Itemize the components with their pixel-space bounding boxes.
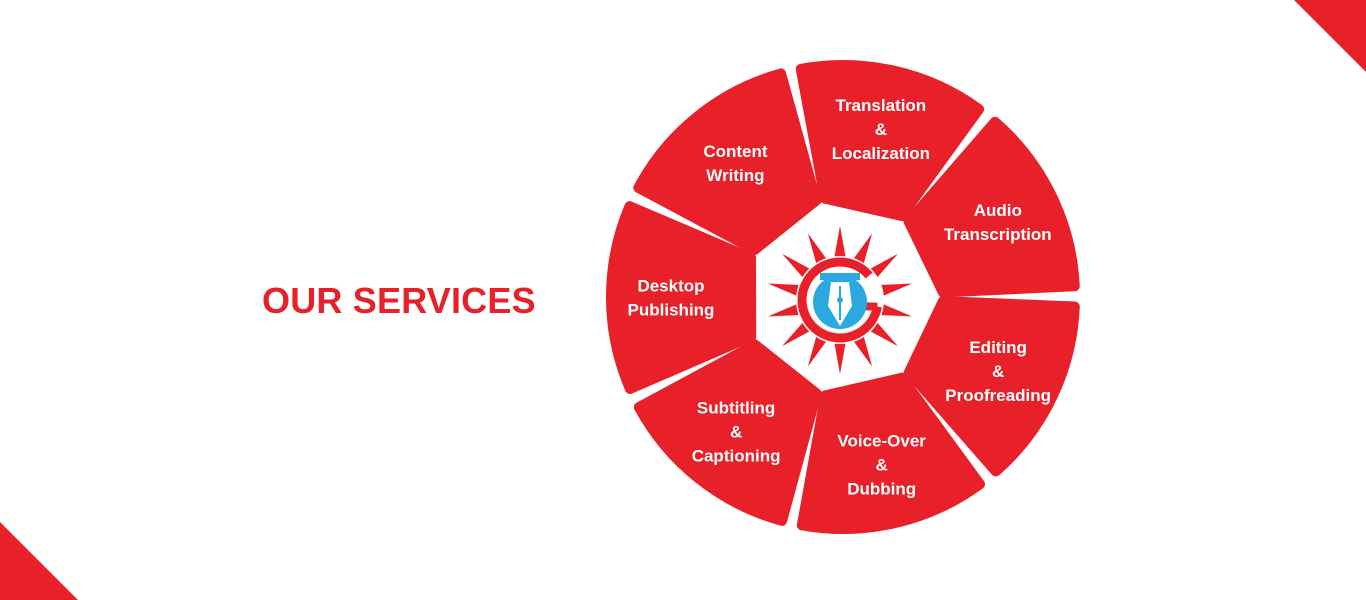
service-label-line: Translation	[836, 96, 927, 115]
service-label-translation: Translation & Localization	[832, 96, 930, 163]
service-label-line: &	[875, 120, 887, 139]
service-segment-voice-over-dubbing[interactable]	[796, 372, 986, 534]
service-label-editing-proofreading: Editing & Proofreading	[945, 338, 1051, 405]
service-segment-audio-transcription[interactable]	[903, 116, 1080, 298]
service-label-line: Voice-Over	[837, 432, 926, 451]
service-label-line: Editing	[969, 338, 1027, 357]
service-segment-translation[interactable]	[795, 60, 985, 222]
service-segment-subtitling-captioning[interactable]	[633, 339, 822, 526]
service-label-line: Content	[703, 142, 768, 161]
service-label-line: Transcription	[944, 225, 1052, 244]
service-label-voice-over-dubbing: Voice-Over & Dubbing	[837, 432, 926, 499]
service-label-line: Dubbing	[847, 480, 916, 499]
service-label-line: Audio	[974, 201, 1022, 220]
service-label-line: Localization	[832, 144, 930, 163]
service-label-line: &	[992, 362, 1004, 381]
service-label-line: Writing	[706, 166, 764, 185]
service-segment-content-writing[interactable]	[633, 68, 822, 255]
service-label-line: Captioning	[692, 447, 781, 466]
service-segment-editing-proofreading[interactable]	[903, 296, 1080, 477]
service-label-line: Desktop	[637, 276, 704, 295]
section-title: OUR SERVICES	[262, 280, 536, 321]
service-label-line: Proofreading	[945, 386, 1051, 405]
service-label-line: Subtitling	[697, 399, 775, 418]
service-label-line: &	[876, 456, 888, 475]
service-label-subtitling-captioning: Subtitling & Captioning	[692, 399, 781, 466]
sun-g-pen-nib-logo-icon	[767, 226, 913, 374]
corner-accent-top-right	[1294, 0, 1366, 72]
corner-accent-bottom-left	[0, 522, 78, 600]
service-label-line: Publishing	[628, 300, 715, 319]
service-segment-desktop-publishing[interactable]	[606, 201, 757, 394]
service-label-line: &	[730, 423, 742, 442]
